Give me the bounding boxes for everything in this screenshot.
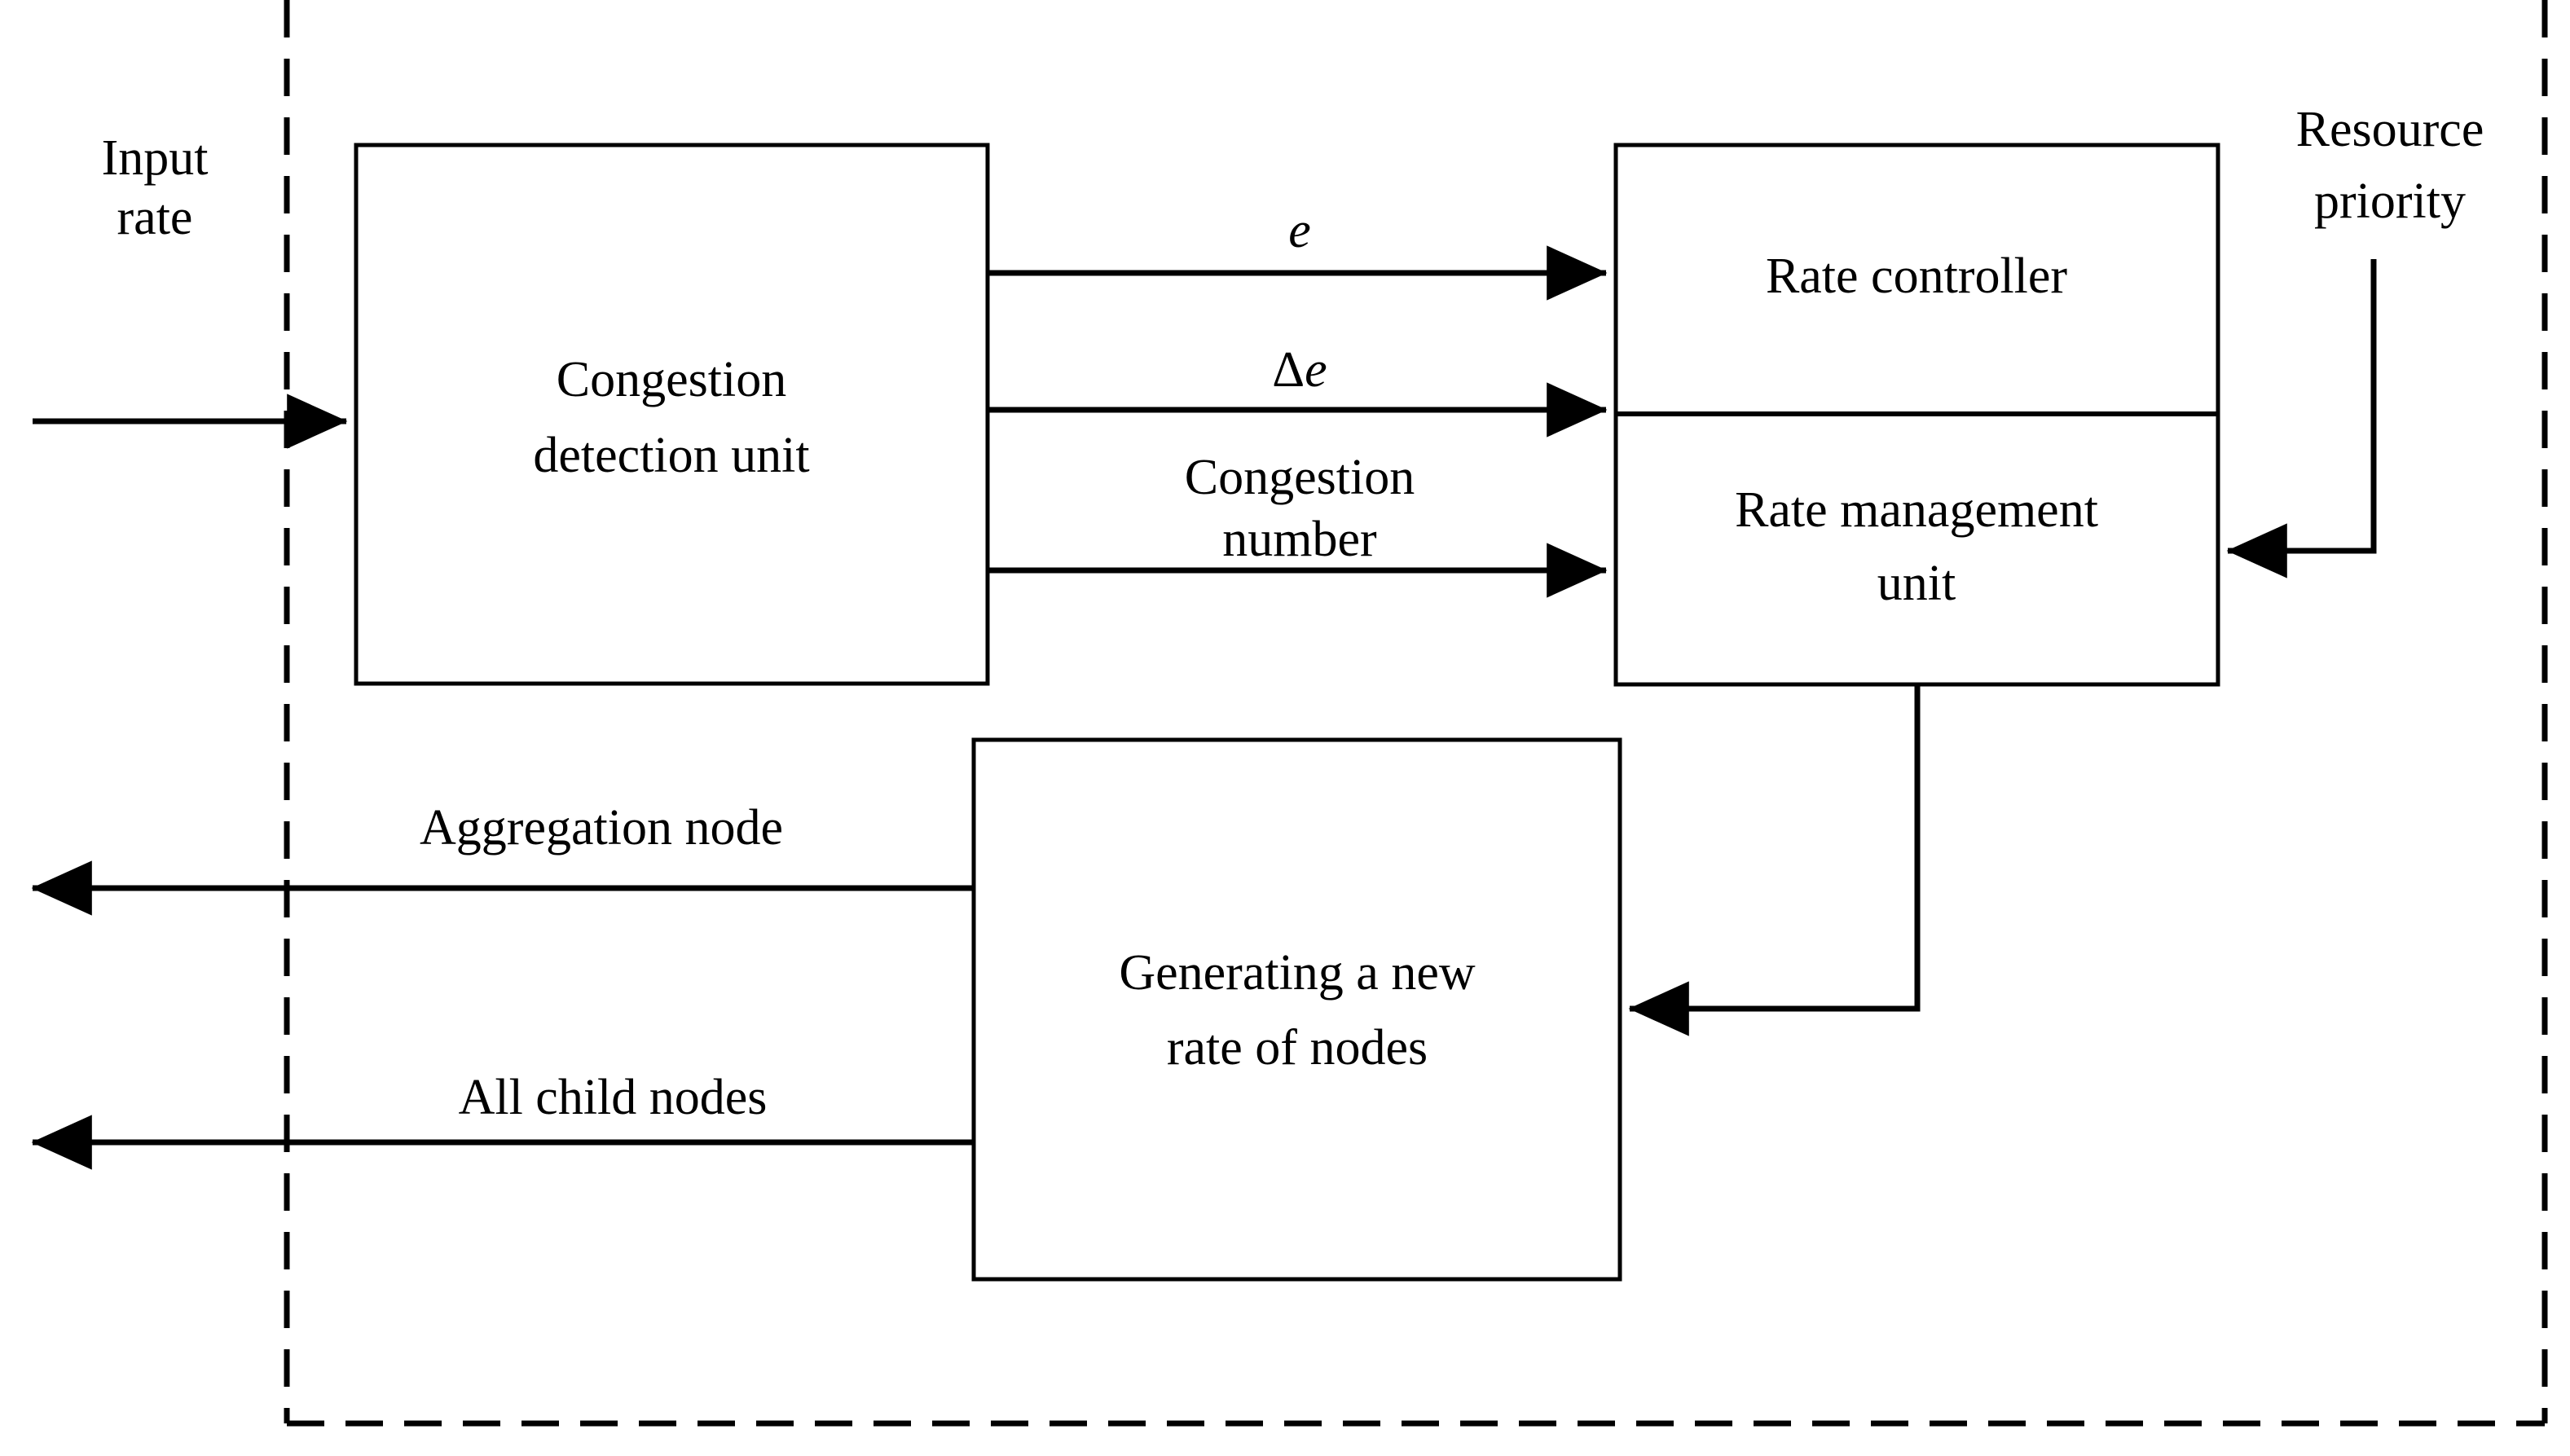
resource-priority-line2: priority	[2314, 174, 2466, 229]
error-signal-label: e	[1288, 203, 1311, 258]
rate-controller-label: Rate controller	[1766, 249, 2067, 304]
input-rate-line2: rate	[117, 190, 193, 245]
node-boundary	[284, 0, 2548, 1427]
aggregation-node-label: Aggregation node	[420, 800, 783, 856]
all-child-nodes-label: All child nodes	[459, 1070, 768, 1125]
resource-priority-line1: Resource	[2296, 102, 2484, 157]
congestion-detection-unit-line2: detection unit	[533, 428, 809, 483]
resource-priority-arrow	[2226, 259, 2377, 578]
congestion-detection-unit-line1: Congestion	[557, 352, 786, 407]
rate-management-unit-label: Rate management unit	[1735, 482, 2098, 611]
generating-new-rate-line2: rate of nodes	[1167, 1020, 1428, 1076]
congestion-number-line1: Congestion	[1185, 450, 1415, 505]
delta-error-variable: e	[1305, 342, 1327, 398]
input-rate-line1: Input	[102, 130, 209, 186]
congestion-number-label: Congestion number	[1185, 450, 1415, 567]
delta-symbol: Δ	[1272, 342, 1305, 398]
rate-management-feedback-arrow	[1628, 684, 1921, 1036]
delta-error-label: Δe	[1272, 342, 1327, 398]
congestion-detection-unit-box[interactable]	[354, 143, 990, 686]
generating-new-rate-box[interactable]	[971, 737, 1622, 1282]
rate-management-unit-line2: unit	[1877, 556, 1956, 611]
resource-priority-label: Resource priority	[2296, 102, 2484, 229]
generating-new-rate-label: Generating a new rate of nodes	[1119, 945, 1475, 1076]
generating-new-rate-line1: Generating a new	[1119, 945, 1475, 1001]
rate-management-unit-line1: Rate management	[1735, 482, 2098, 538]
congestion-number-line2: number	[1222, 512, 1377, 567]
input-rate-label: Input rate	[102, 130, 209, 245]
congestion-detection-unit-label: Congestion detection unit	[533, 352, 809, 483]
